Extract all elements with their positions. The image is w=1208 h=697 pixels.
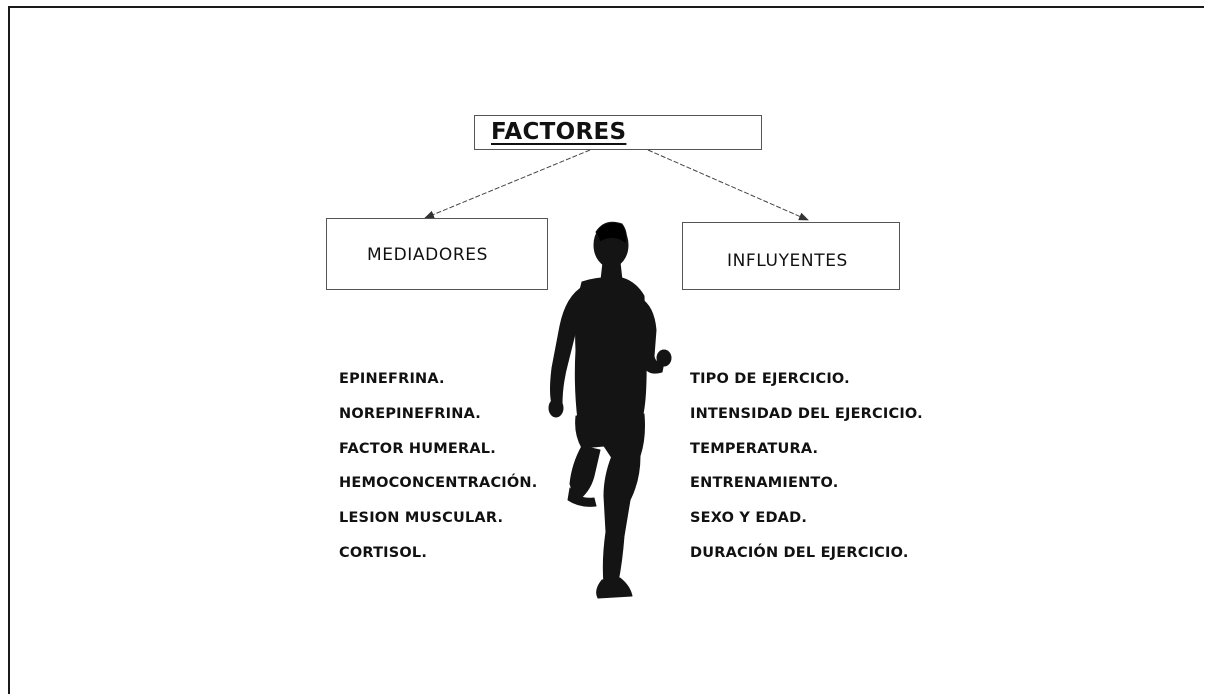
root-node: FACTORES xyxy=(474,115,762,150)
list-item: TIPO DE EJERCICIO. xyxy=(690,371,850,387)
list-item: ENTRENAMIENTO. xyxy=(690,475,839,492)
runner-leg-front xyxy=(602,455,641,585)
mediadores-list: EPINEFRINA. NOREPINEFRINA. FACTOR HUMERA… xyxy=(339,370,537,579)
root-label: FACTORES xyxy=(491,119,627,145)
influyentes-label: INFLUYENTES xyxy=(727,251,848,271)
list-item: INTENSIDAD DEL EJERCICIO. xyxy=(690,405,923,422)
list-item: HEMOCONCENTRACIÓN. xyxy=(339,475,538,492)
mediadores-label: MEDIADORES xyxy=(367,245,488,265)
runner-shoe xyxy=(596,577,633,599)
arrow-to-mediadores xyxy=(424,149,591,219)
list-item: TEMPERATURA. xyxy=(690,440,819,457)
runner-hand-back xyxy=(548,398,564,418)
influyentes-list: TIPO DE EJERCICIO. INTENSIDAD DEL EJERCI… xyxy=(690,370,923,579)
list-item: SEXO Y EDAD. xyxy=(690,510,808,527)
list-item: DURACIÓN DEL EJERCICIO. xyxy=(690,544,909,561)
arrow-to-influyentes xyxy=(647,149,809,221)
influyentes-node: INFLUYENTES xyxy=(682,222,900,290)
list-item: CORTISOL. xyxy=(339,544,428,561)
mediadores-node: MEDIADORES xyxy=(326,218,548,290)
list-item: FACTOR HUMERAL. xyxy=(339,440,496,457)
runner-torso xyxy=(574,277,647,421)
page-frame xyxy=(8,6,1204,694)
runner-hand-front xyxy=(656,349,672,367)
list-item: LESION MUSCULAR. xyxy=(339,510,504,527)
list-item: EPINEFRINA. xyxy=(339,371,445,387)
list-item: NOREPINEFRINA. xyxy=(339,405,481,422)
